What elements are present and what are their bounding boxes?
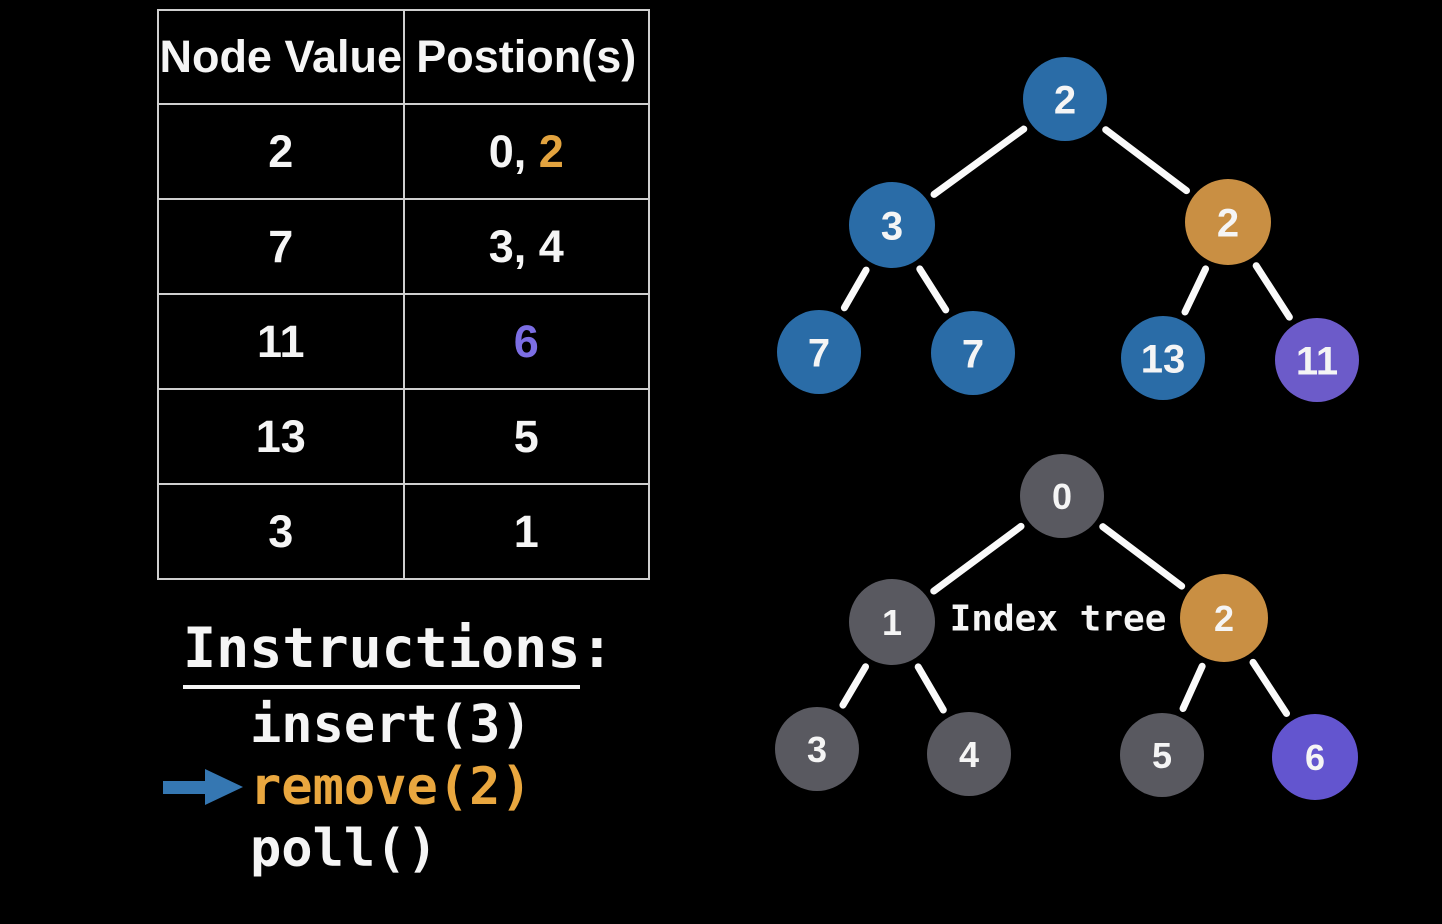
value-tree-node-3 — [849, 182, 935, 268]
index-tree-node-5 — [1120, 713, 1204, 797]
tree-edge — [1252, 262, 1293, 321]
tree-node-label: 2 — [1054, 78, 1076, 122]
position-value: 1 — [513, 505, 539, 557]
position-value: 3, 4 — [488, 220, 564, 272]
tree-node-label: 4 — [959, 734, 979, 775]
instructions-title-colon: : — [580, 616, 614, 680]
value-tree-node-7 — [777, 310, 861, 394]
value-tree-node-2 — [1185, 179, 1271, 265]
instruction-text: remove(2) — [250, 757, 532, 817]
index-tree-label: Index tree — [950, 599, 1167, 640]
tree-node-label: 3 — [807, 729, 827, 770]
table-header-row: Node Value Postion(s) — [157, 9, 650, 105]
positions-header: Postion(s) — [402, 9, 650, 105]
position-value: 6 — [513, 315, 539, 367]
tree-node-label: 7 — [808, 331, 830, 375]
table-row: 11 6 — [157, 293, 650, 390]
instructions-title: Instructions: — [183, 616, 614, 689]
tree-edge — [1181, 265, 1210, 316]
node-value-cell: 11 — [157, 293, 405, 390]
instruction-line: insert(3) — [250, 694, 532, 756]
index-tree-node-1 — [849, 579, 935, 665]
positions-cell: 0, 2 — [402, 103, 650, 200]
tree-node-label: 11 — [1296, 339, 1338, 383]
position-value: 5 — [513, 410, 539, 462]
positions-cell: 1 — [402, 483, 650, 580]
tree-edge — [1249, 658, 1291, 717]
tree-edge — [839, 663, 870, 709]
position-value: 0, — [488, 125, 539, 177]
tree-node-label: 3 — [881, 204, 903, 248]
node-value-cell: 13 — [157, 388, 405, 485]
instruction-text: poll() — [250, 819, 438, 879]
index-tree-node-4 — [927, 712, 1011, 796]
value-tree-node-7 — [931, 311, 1015, 395]
tree-edge — [1099, 523, 1186, 590]
tree-node-label: 7 — [962, 332, 984, 376]
value-tree-node-11 — [1275, 318, 1359, 402]
index-tree-node-0 — [1020, 454, 1104, 538]
tree-edge — [914, 663, 947, 714]
tree-edge — [930, 522, 1025, 595]
tree-edge — [840, 266, 870, 312]
instruction-line: poll() — [250, 818, 532, 880]
tree-node-label: 13 — [1141, 337, 1186, 381]
value-tree-node-2 — [1023, 57, 1107, 141]
tree-node-label: 2 — [1217, 201, 1239, 245]
value-tree-node-13 — [1121, 316, 1205, 400]
tree-edge — [930, 125, 1028, 198]
index-tree-node-6 — [1272, 714, 1358, 800]
node-value-cell: 2 — [157, 103, 405, 200]
instructions-title-text: Instructions — [183, 616, 581, 689]
tree-node-label: 2 — [1214, 598, 1234, 639]
instruction-text: insert(3) — [250, 695, 532, 755]
index-tree-node-3 — [775, 707, 859, 791]
tree-edge — [1179, 662, 1206, 713]
instructions-list: insert(3)remove(2)poll() — [163, 694, 532, 880]
instruction-line: remove(2) — [163, 756, 532, 818]
index-tree: 0 1 2 3 4 5 6 Index tree — [775, 454, 1358, 800]
value-tree: 2 3 2 7 7 13 11 — [777, 57, 1359, 402]
node-value-cell: 7 — [157, 198, 405, 295]
tree-node-label: 0 — [1052, 476, 1072, 517]
index-tree-node-2 — [1180, 574, 1268, 662]
positions-cell: 3, 4 — [402, 198, 650, 295]
tree-node-label: 1 — [882, 602, 902, 643]
tree-edge — [916, 265, 950, 314]
node-value-header: Node Value — [157, 9, 405, 105]
positions-cell: 5 — [402, 388, 650, 485]
position-value: 2 — [538, 125, 564, 177]
table-row: 7 3, 4 — [157, 198, 650, 295]
current-step-arrow-icon — [163, 769, 243, 805]
node-value-cell: 3 — [157, 483, 405, 580]
positions-cell: 6 — [402, 293, 650, 390]
table-row: 13 5 — [157, 388, 650, 485]
tree-node-label: 6 — [1305, 737, 1325, 778]
tree-edge — [1102, 126, 1190, 195]
tree-node-label: 5 — [1152, 735, 1172, 776]
